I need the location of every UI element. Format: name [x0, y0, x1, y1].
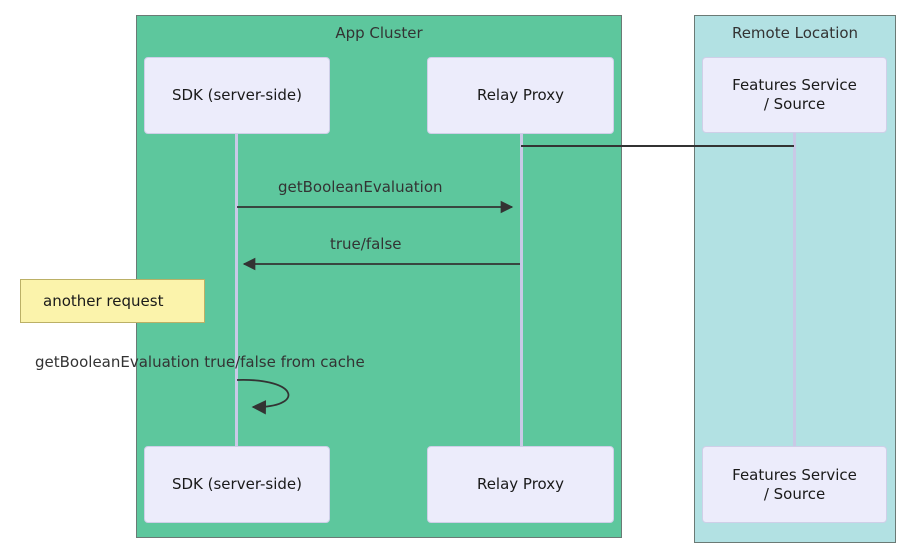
group-app-cluster-title: App Cluster [335, 24, 423, 42]
participant-features-service-bottom[interactable]: Features Service / Source [702, 446, 887, 523]
message-label-true-false: true/false [330, 235, 402, 253]
participant-relay-proxy-top-label: Relay Proxy [476, 86, 565, 105]
participant-sdk-bottom-label: SDK (server-side) [171, 475, 303, 494]
participant-sdk-top-label: SDK (server-side) [171, 86, 303, 105]
participant-sdk-bottom[interactable]: SDK (server-side) [144, 446, 330, 523]
participant-sdk-top[interactable]: SDK (server-side) [144, 57, 330, 134]
participant-features-service-top-label-line2: / Source [763, 95, 826, 113]
lifeline-sdk [235, 134, 238, 447]
participant-relay-proxy-bottom-label: Relay Proxy [476, 475, 565, 494]
participant-relay-proxy-bottom[interactable]: Relay Proxy [427, 446, 614, 523]
note-another-request: another request [20, 279, 205, 323]
message-label-self-cache: getBooleanEvaluation true/false from cac… [35, 353, 365, 371]
group-remote-location-title: Remote Location [731, 24, 859, 42]
participant-features-service-bottom-label-line1: Features Service [732, 465, 857, 484]
lifeline-relay-proxy [520, 134, 523, 447]
participant-features-service-top-label-line1: Features Service [732, 76, 857, 95]
participant-features-service-top[interactable]: Features Service / Source [702, 57, 887, 133]
participant-features-service-bottom-label-line2: / Source [763, 484, 826, 503]
message-label-get-boolean-evaluation: getBooleanEvaluation [278, 178, 443, 196]
lifeline-features-service [793, 133, 796, 447]
participant-relay-proxy-top[interactable]: Relay Proxy [427, 57, 614, 134]
note-another-request-text: another request [43, 292, 164, 310]
